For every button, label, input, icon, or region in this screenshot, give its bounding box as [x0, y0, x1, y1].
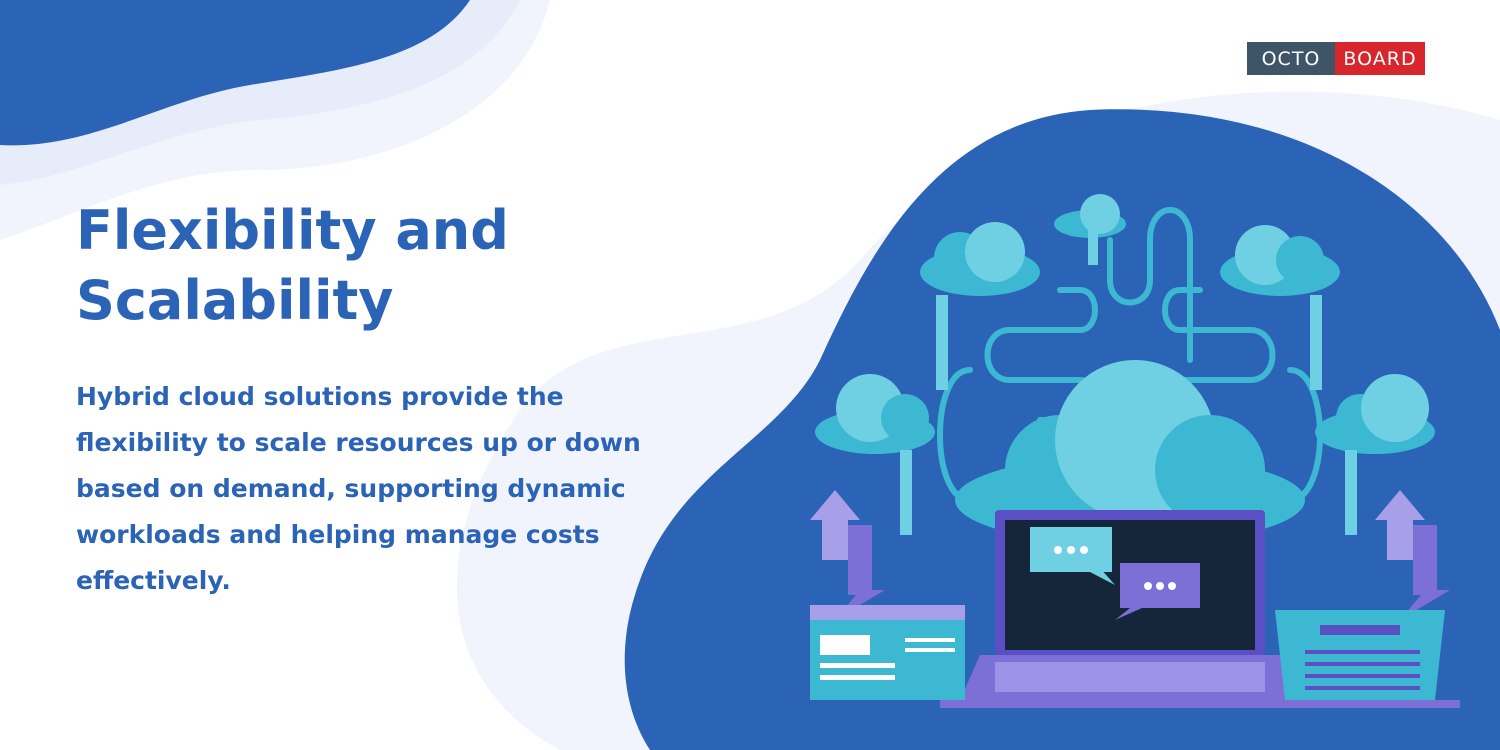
up-down-arrow-icon	[1375, 490, 1450, 620]
hybrid-cloud-illustration	[810, 194, 1460, 708]
cloud-icon	[815, 374, 935, 454]
chat-bubble-icon	[1030, 527, 1115, 585]
cloud-icon	[1220, 225, 1340, 296]
title-line-1: Flexibility and	[76, 199, 509, 262]
title-line-2: Scalability	[76, 269, 394, 332]
cloud-icon	[920, 222, 1040, 296]
document-icon	[1275, 610, 1445, 700]
up-down-arrow-icon	[810, 490, 885, 620]
octoboard-logo: OCTO BOARD	[1247, 42, 1425, 75]
page-title: Flexibility and Scalability	[76, 196, 636, 336]
logo-board: BOARD	[1335, 42, 1425, 75]
data-stream-bars	[900, 230, 1357, 535]
description-text: Hybrid cloud solutions provide the flexi…	[76, 382, 641, 595]
logo-octo: OCTO	[1247, 42, 1335, 75]
chat-bubble-icon	[1115, 563, 1200, 620]
cloud-icon	[1315, 374, 1435, 454]
cloud-icon	[1054, 194, 1126, 238]
browser-window-icon	[810, 605, 965, 700]
